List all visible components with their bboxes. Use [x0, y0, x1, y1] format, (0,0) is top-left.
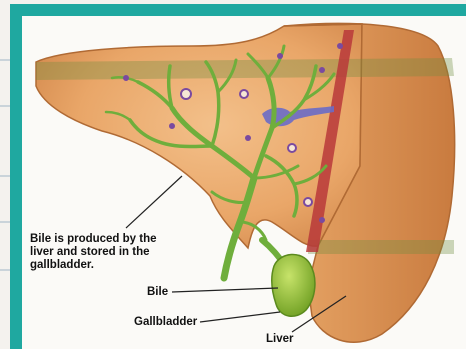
diagram-panel: Bile is produced by the liver and stored… — [22, 16, 466, 349]
liver-illustration — [22, 16, 466, 349]
liver-label: Liver — [266, 333, 294, 346]
bile-label: Bile — [147, 286, 168, 299]
gallbladder-label: Gallbladder — [134, 316, 197, 329]
gallbladder — [272, 254, 315, 316]
bile-caption: Bile is produced by the liver and stored… — [30, 233, 180, 272]
